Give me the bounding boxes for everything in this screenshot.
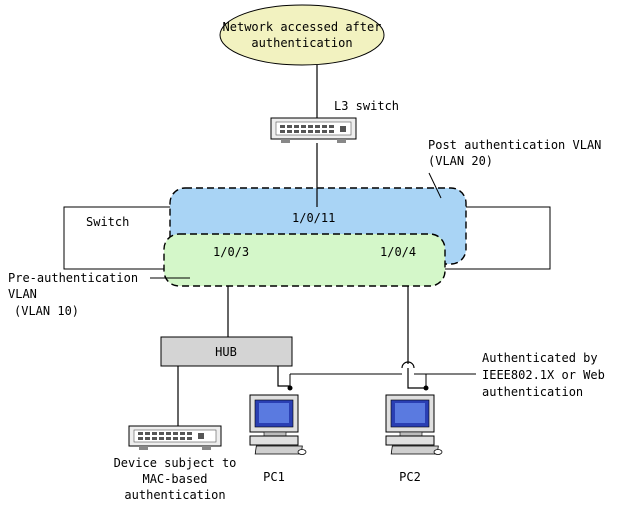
pc2-label: PC2 bbox=[399, 470, 421, 484]
pre-auth-vlan-label-line1: Pre-authentication bbox=[8, 271, 138, 285]
pre-auth-vlan-region bbox=[163, 233, 446, 287]
link-port4-pc2-b bbox=[407, 368, 426, 389]
network-node: Network accessed after authentication bbox=[219, 4, 385, 66]
l3-switch-icon bbox=[270, 117, 357, 143]
pc1-icon bbox=[249, 394, 307, 455]
hub-box bbox=[160, 336, 293, 367]
link-crossover-hop bbox=[401, 361, 415, 369]
annotation-line3: authentication bbox=[482, 385, 583, 399]
port-1-0-4-label: 1/0/4 bbox=[380, 245, 416, 259]
post-auth-vlan-label-line1: Post authentication VLAN bbox=[428, 138, 601, 152]
mac-device-label-line3: authentication bbox=[124, 488, 225, 502]
network-label-line2: authentication bbox=[251, 36, 352, 50]
annotation-line2: IEEE802.1X or Web bbox=[482, 368, 605, 382]
port-1-0-3-label: 1/0/3 bbox=[213, 245, 249, 259]
pc1-label: PC1 bbox=[263, 470, 285, 484]
switch-label: Switch bbox=[86, 215, 129, 229]
pre-auth-vlan-label-line3: (VLAN 10) bbox=[14, 304, 79, 318]
pre-auth-vlan-label-line2: VLAN bbox=[8, 287, 37, 301]
hub-label: HUB bbox=[215, 345, 237, 359]
mac-device-label-line2: MAC-based bbox=[142, 472, 207, 486]
network-ellipse bbox=[219, 4, 385, 66]
network-label-line1: Network accessed after bbox=[223, 20, 382, 34]
pc2-icon bbox=[385, 394, 443, 455]
annotation-line1: Authenticated by bbox=[482, 351, 598, 365]
mac-device-icon bbox=[128, 425, 222, 450]
post-auth-vlan-label-line2: (VLAN 20) bbox=[428, 154, 493, 168]
port-1-0-11-label: 1/0/11 bbox=[292, 211, 335, 225]
link-hub-pc1 bbox=[277, 366, 290, 387]
post-auth-leader-line bbox=[428, 172, 442, 199]
mac-device-label-line1: Device subject to bbox=[114, 456, 237, 470]
l3-switch-label: L3 switch bbox=[334, 99, 399, 113]
annotation-dot-pc2 bbox=[423, 385, 429, 391]
annotation-dot-pc1 bbox=[287, 385, 293, 391]
